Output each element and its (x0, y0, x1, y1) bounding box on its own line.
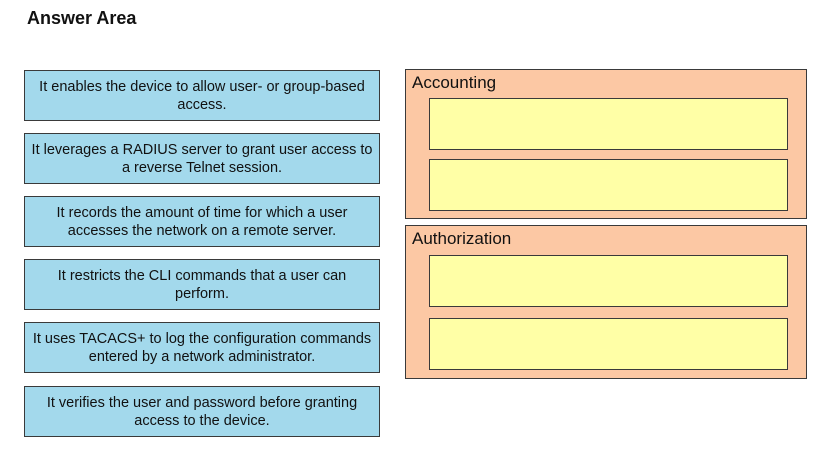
option-item-2[interactable]: It leverages a RADIUS server to grant us… (24, 133, 380, 184)
option-item-5[interactable]: It uses TACACS+ to log the configuration… (24, 322, 380, 373)
accounting-label: Accounting (412, 73, 497, 92)
option-item-4[interactable]: It restricts the CLI commands that a use… (24, 259, 380, 310)
option-item-1[interactable]: It enables the device to allow user- or … (24, 70, 380, 121)
authorization-drop-slot-1[interactable] (429, 255, 788, 307)
answer-area-title: Answer Area (27, 8, 137, 28)
authorization-drop-slot-2[interactable] (429, 318, 788, 370)
accounting-drop-slot-2[interactable] (429, 159, 788, 211)
authorization-group: Authorization (405, 225, 807, 379)
option-item-6[interactable]: It verifies the user and password before… (24, 386, 380, 437)
accounting-drop-slot-1[interactable] (429, 98, 788, 150)
authorization-label: Authorization (412, 229, 512, 248)
option-item-3[interactable]: It records the amount of time for which … (24, 196, 380, 247)
accounting-group: Accounting (405, 69, 807, 219)
